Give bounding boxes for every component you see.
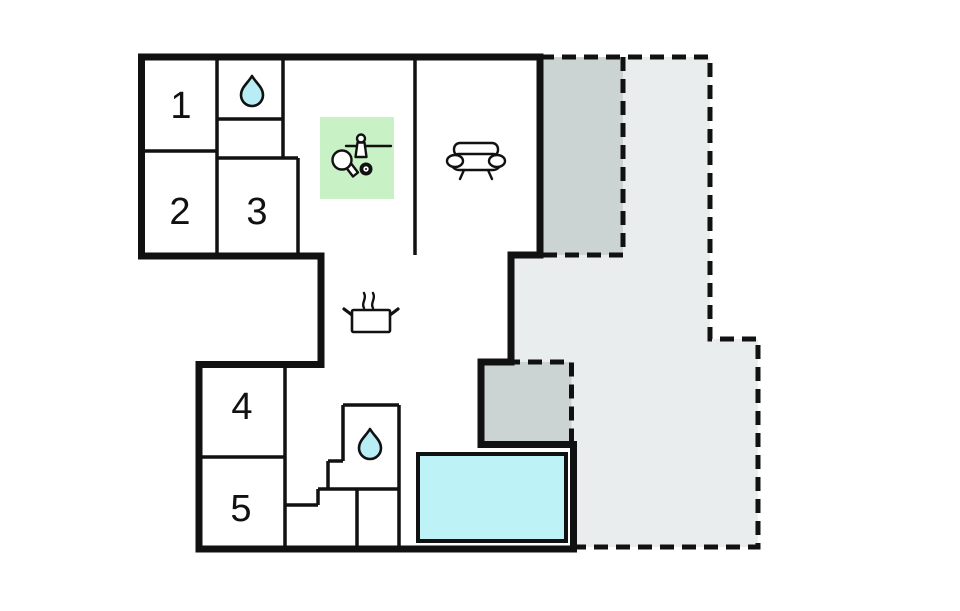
room-3-label: 3 xyxy=(246,191,267,233)
pool xyxy=(416,452,568,543)
terrace-upper-dashed-border xyxy=(540,57,626,258)
room-5-label: 5 xyxy=(230,488,251,530)
room-1-label: 1 xyxy=(170,85,191,127)
staircase xyxy=(285,403,401,547)
terrace-lower xyxy=(481,362,572,444)
interior-walls xyxy=(142,57,417,549)
sofa-icon xyxy=(445,141,507,181)
ball-icon xyxy=(359,162,373,176)
terrace-upper xyxy=(540,57,623,255)
foosball-player-icon xyxy=(354,133,368,159)
garden-dashed-border xyxy=(540,54,761,550)
room-4-label: 4 xyxy=(231,386,252,428)
water-drop-icon xyxy=(239,74,265,108)
water-drop-icon xyxy=(357,427,383,461)
cooking-pot-icon xyxy=(342,291,400,334)
room-2-label: 2 xyxy=(169,191,190,233)
table-tennis-paddle-icon xyxy=(331,149,360,178)
building-outline xyxy=(138,53,577,553)
games-icons xyxy=(331,133,393,178)
